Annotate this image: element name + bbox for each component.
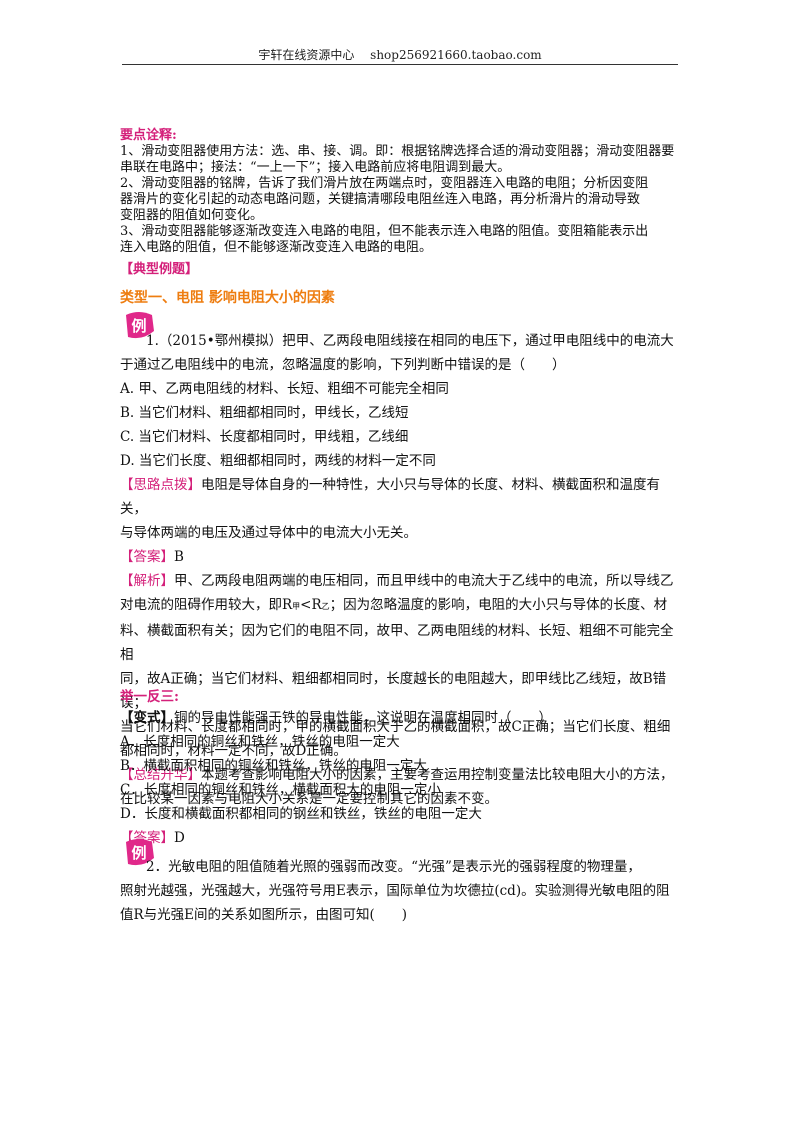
q1-analysis-line: 对电流的阻碍作用较大，即R甲<R乙；因为忽略温度的影响，电阻的大小只与导体的长度…	[120, 597, 668, 613]
q2-stem: 2．光敏电阻的阻值随着光照的强弱而改变。“光强”是表示光的强弱程度的物理量，	[146, 859, 641, 875]
type1-title: 类型一、电阻 影响电阻大小的因素	[120, 290, 335, 306]
variant-option-d: D．长度和横截面积都相同的钢丝和铁丝，铁丝的电阻一定大	[120, 806, 482, 822]
badge-char: 例	[131, 317, 146, 335]
variant-option-b: B．横截面积相同的铜丝和铁丝，铁丝的电阻一定大	[120, 758, 427, 774]
badge-char: 例	[131, 844, 146, 862]
q1-analysis-line: 同，故A正确；当它们材料、粗细都相同时，长度越长的电阻越大，即甲线比乙线短，故B…	[120, 671, 667, 711]
key-point-line: 器滑片的变化引起的动态电路问题，关键搞清哪段电阻丝连入电路，再分析滑片的滑动导致	[120, 192, 641, 207]
q2-stem-cont: 值R与光强E间的关系如图所示，由图可知( )	[120, 907, 408, 923]
key-point-line: 变阻器的阻值如何变化。	[120, 208, 264, 223]
variant-answer: 【答案】D	[120, 826, 686, 850]
key-point-line: 1、滑动变阻器使用方法：选、串、接、调。即：根据铭牌选择合适的滑动变阻器；滑动变…	[120, 144, 675, 159]
example-badge-icon: 例	[126, 312, 154, 339]
q1-answer: 【答案】B	[120, 545, 686, 569]
q1-summary: 【总结升华】本题考查影响电阻大小的因素，主要考查运用控制变量法比较电阻大小的方法…	[120, 767, 674, 783]
key-point-line: 连入电路的阻值，但不能够逐渐改变连入电路的电阻。	[120, 240, 433, 255]
header-shop-url: shop256921660.taobao.com	[370, 48, 542, 62]
key-points-section: 要点诠释: 1、滑动变阻器使用方法：选、串、接、调。即：根据铭牌选择合适的滑动变…	[120, 128, 686, 256]
variant-option-a: A．长度相同的铜丝和铁丝，铁丝的电阻一定大	[120, 734, 400, 750]
key-point-line: 串联在电路中；接法：“一上一下”；接入电路前应将电阻调到最大。	[120, 160, 511, 175]
variant-stem: 【变式】铜的导电性能强于铁的导电性能，这说明在温度相同时（ ）	[120, 710, 552, 726]
analysis-label: 【解析】	[120, 573, 174, 589]
q1-analysis-line: 当它们材料、长度都相同时，甲的横截面积大于乙的横截面积，故C正确；当它们长度、粗…	[120, 719, 671, 735]
q2-stem-cont: 照射光越强，光强越大，光强符号用E表示，国际单位为坎德拉(cd)。实验测得光敏电…	[120, 883, 670, 899]
idea-label: 【思路点拨】	[120, 477, 201, 493]
question-2: 2．光敏电阻的阻值随着光照的强弱而改变。“光强”是表示光的强弱程度的物理量， 照…	[120, 855, 686, 927]
q1-idea-cont: 与导体两端的电压及通过导体中的电流大小无关。	[120, 525, 417, 541]
q1-option-c: C. 当它们材料、长度都相同时，甲线粗，乙线细	[120, 429, 409, 445]
key-point-line: 2、滑动变阻器的铭牌，告诉了我们滑片放在两端点时，变阻器连入电路的电阻；分析因变…	[120, 176, 649, 191]
variant-section: 举一反三: 【变式】铜的导电性能强于铁的导电性能，这说明在温度相同时（ ） A．…	[120, 688, 686, 850]
example-badge-icon: 例	[126, 839, 154, 866]
answer-value: D	[174, 830, 185, 846]
q1-analysis-line: 都相同时，材料一定不同，故D正确。	[120, 743, 347, 759]
key-points-title: 要点诠释:	[120, 128, 177, 143]
answer-value: B	[174, 549, 184, 565]
key-point-line: 3、滑动变阻器能够逐渐改变连入电路的电阻，但不能表示连入电路的阻值。变阻箱能表示…	[120, 224, 649, 239]
question-1: 1.（2015•鄂州模拟）把甲、乙两段电阻线接在相同的电压下，通过甲电阻线中的电…	[120, 329, 686, 811]
q1-stem: 1.（2015•鄂州模拟）把甲、乙两段电阻线接在相同的电压下，通过甲电阻线中的电…	[146, 333, 674, 349]
q1-idea: 【思路点拨】电阻是导体自身的一种特性，大小只与导体的长度、材料、横截面积和温度有…	[120, 477, 660, 517]
page-header: 宇轩在线资源中心 shop256921660.taobao.com	[122, 46, 678, 65]
answer-label: 【答案】	[120, 549, 174, 565]
q1-option-b: B. 当它们材料、粗细都相同时，甲线长，乙线短	[120, 405, 409, 421]
variant-option-c: C．长度相同的铜丝和铁丝，横截面积大的电阻一定小	[120, 782, 441, 798]
q1-option-a: A. 甲、乙两电阻线的材料、长短、粗细不可能完全相同	[120, 381, 449, 397]
variant-title: 举一反三:	[120, 689, 179, 705]
q1-option-d: D. 当它们长度、粗细都相同时，两线的材料一定不同	[120, 453, 436, 469]
examples-title: 【典型例题】	[120, 262, 199, 277]
header-shop-name: 宇轩在线资源中心	[258, 48, 355, 62]
q1-analysis-line: 料、横截面积有关；因为它们的电阻不同，故甲、乙两电阻线的材料、长短、粗细不可能完…	[120, 623, 674, 663]
q1-summary-cont: 在比较某一因素与电阻大小关系是一定要控制其它的因素不变。	[120, 791, 498, 807]
summary-label: 【总结升华】	[120, 767, 201, 783]
q1-stem-cont: 于通过乙电阻线中的电流，忽略温度的影响，下列判断中错误的是（ ）	[120, 357, 566, 373]
q1-analysis: 【解析】甲、乙两段电阻两端的电压相同，而且甲线中的电流大于乙线中的电流，所以导线…	[120, 573, 674, 589]
